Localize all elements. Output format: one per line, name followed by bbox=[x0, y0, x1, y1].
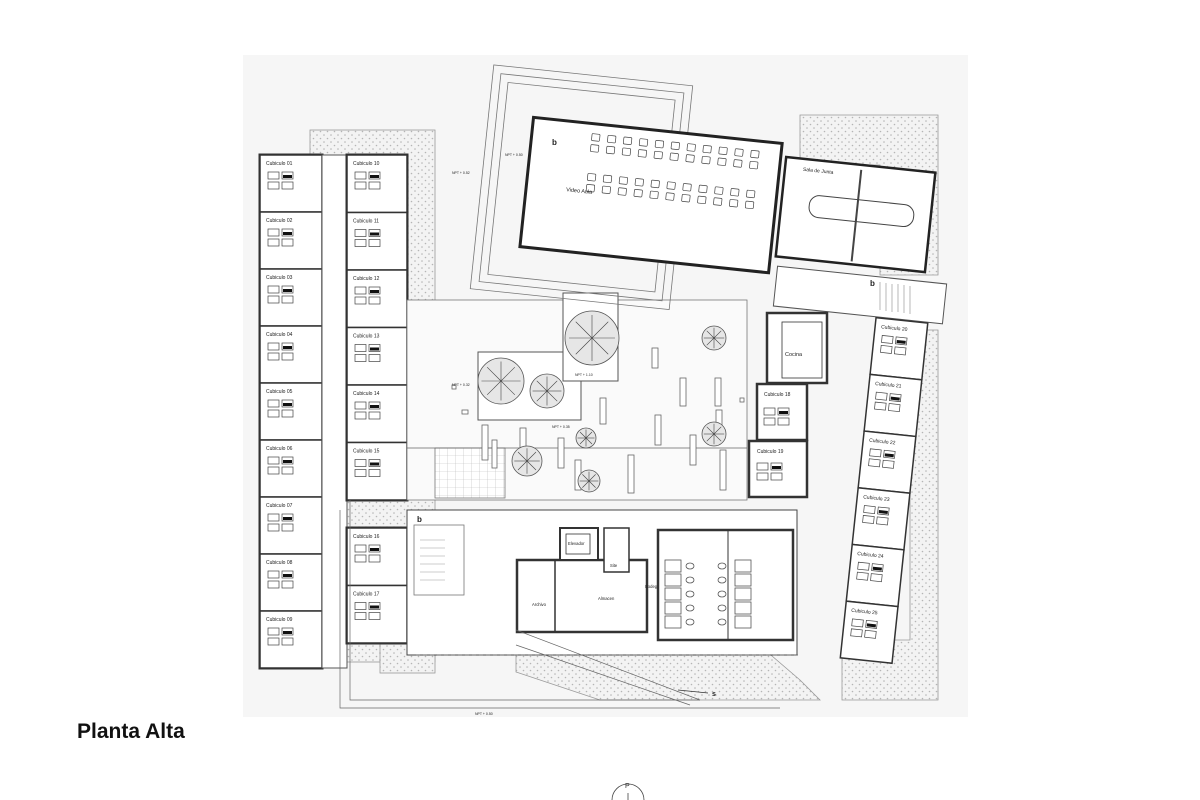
cubicle-block-west: Cubiculo 01 Cubiculo 02 Cubiculo 03 Cubicul… bbox=[258, 153, 324, 670]
tree-icon bbox=[529, 373, 565, 409]
cubicle-21-label: Cubiculo 21 bbox=[875, 381, 902, 390]
cubicle-05-label: Cubiculo 05 bbox=[266, 389, 293, 395]
cubicle-08: Cubiculo 08 bbox=[259, 553, 323, 612]
cubicle-05: Cubiculo 05 bbox=[259, 382, 323, 441]
tree-icon bbox=[477, 357, 525, 405]
cubicle-21: Cubiculo 21 bbox=[863, 373, 923, 438]
cubicle-22: Cubiculo 22 bbox=[857, 430, 917, 495]
section-mark-2: b bbox=[870, 279, 875, 288]
cubicle-02-label: Cubiculo 02 bbox=[266, 218, 293, 224]
link-stair bbox=[879, 282, 911, 314]
cubicle-16-label: Cubiculo 16 bbox=[353, 534, 380, 540]
cubicle-10-label: Cubiculo 10 bbox=[353, 161, 380, 167]
sala-junta-room: Sala de Junta bbox=[774, 155, 937, 274]
cubicle-11-label: Cubiculo 11 bbox=[353, 219, 379, 225]
cocina-label: Cocina bbox=[785, 352, 803, 358]
level-4: NPT + 1.10 bbox=[575, 373, 593, 377]
level-3: NPT + 0.35 bbox=[552, 425, 570, 429]
cubicle-09-label: Cubiculo 09 bbox=[266, 617, 293, 623]
cubicle-07: Cubiculo 07 bbox=[259, 496, 323, 555]
section-mark-3: b bbox=[417, 515, 422, 524]
cubicle-22-label: Cubiculo 22 bbox=[869, 438, 896, 447]
cubicle-01: Cubiculo 01 bbox=[259, 154, 323, 213]
cubicle-17: Cubiculo 17 bbox=[346, 584, 408, 644]
cubicle-20: Cubiculo 20 bbox=[869, 316, 929, 381]
cubicle-18-label: Cubiculo 18 bbox=[764, 392, 791, 398]
tree-icon bbox=[511, 445, 543, 477]
archivo-label: Archivo bbox=[532, 602, 547, 607]
site-label: Site bbox=[610, 563, 618, 568]
cubicle-15-label: Cubiculo 15 bbox=[353, 449, 380, 455]
cubicle-04-label: Cubiculo 04 bbox=[266, 332, 293, 338]
courtyard bbox=[406, 292, 748, 501]
cubicle-03-label: Cubiculo 03 bbox=[266, 275, 293, 281]
cubicle-block-middle: Cubiculo 10 Cubiculo 11 Cubiculo 12 Cubicul… bbox=[345, 153, 409, 502]
video-aula-room: Video Aula bbox=[469, 64, 784, 311]
level-2: NPT + 0.52 bbox=[452, 171, 470, 175]
cubicle-25: Cubiculo 25 bbox=[839, 600, 899, 665]
cubicle-17-label: Cubiculo 17 bbox=[353, 592, 380, 598]
cubicle-19-label: Cubiculo 19 bbox=[757, 449, 784, 455]
tree-icon bbox=[577, 469, 601, 493]
cubicle-14: Cubiculo 14 bbox=[346, 384, 408, 444]
cubicle-09: Cubiculo 09 bbox=[259, 610, 323, 669]
cubicle-24: Cubiculo 24 bbox=[845, 543, 905, 608]
tree-icon bbox=[701, 421, 727, 447]
cubicle-03: Cubiculo 03 bbox=[259, 268, 323, 327]
east-service-block: Cocina Cubiculo 18 Cubiculo 19 bbox=[747, 311, 829, 499]
level-6: NPT + 0.50 bbox=[475, 712, 493, 716]
cubicle-01-label: Cubiculo 01 bbox=[266, 161, 293, 167]
cubicle-24-label: Cubiculo 24 bbox=[857, 551, 884, 560]
cubicle-14-label: Cubiculo 14 bbox=[353, 391, 380, 397]
level-1: NPT + 0.50 bbox=[505, 153, 523, 157]
cubicle-block-middle-lower: Cubiculo 16 Cubiculo 17 bbox=[345, 526, 409, 645]
cubicle-20-label: Cubiculo 20 bbox=[881, 324, 908, 333]
cubicle-15: Cubiculo 15 bbox=[346, 441, 408, 501]
tree-icon bbox=[701, 325, 727, 351]
cubicle-13: Cubiculo 13 bbox=[346, 326, 408, 386]
cubicle-10: Cubiculo 10 bbox=[346, 154, 408, 214]
access-ramps bbox=[339, 500, 800, 709]
south-block: Elevador Site Archivo Almacen Bodega bbox=[406, 509, 798, 656]
cubicle-06-label: Cubiculo 06 bbox=[266, 446, 293, 452]
north-arrow-icon bbox=[611, 783, 645, 800]
cubicle-07-label: Cubiculo 07 bbox=[266, 503, 293, 509]
west-corridor bbox=[321, 154, 348, 669]
cubicle-06: Cubiculo 06 bbox=[259, 439, 323, 498]
almacen-label: Almacen bbox=[598, 596, 615, 601]
annotations: b b b s NPT + 0.50 NPT + 0.52 NPT + 0.35… bbox=[417, 138, 875, 716]
link-corridor bbox=[772, 265, 948, 325]
level-5: NPT + 0.32 bbox=[452, 383, 470, 387]
cubicle-11: Cubiculo 11 bbox=[346, 211, 408, 271]
elevador-label: Elevador bbox=[568, 541, 585, 546]
cubicle-04: Cubiculo 04 bbox=[259, 325, 323, 384]
cubicle-12-label: Cubiculo 12 bbox=[353, 276, 380, 282]
cubicle-block-east: Cubiculo 20 Cubiculo 21 Cubiculo 22 Cubicul… bbox=[839, 316, 929, 665]
cubicle-16: Cubiculo 16 bbox=[346, 527, 408, 587]
section-mark-1: b bbox=[552, 138, 557, 147]
cubicle-23-label: Cubiculo 23 bbox=[863, 494, 890, 503]
cubicle-02: Cubiculo 02 bbox=[259, 211, 323, 270]
cubicle-23: Cubiculo 23 bbox=[851, 486, 911, 551]
stair-mark: s bbox=[712, 691, 716, 698]
tree-icon bbox=[575, 427, 597, 449]
north-label: P bbox=[625, 783, 630, 790]
cubicle-08-label: Cubiculo 08 bbox=[266, 560, 293, 566]
cubicle-12: Cubiculo 12 bbox=[346, 269, 408, 329]
bodega-label: Bodega bbox=[645, 584, 660, 589]
sala-junta-label: Sala de Junta bbox=[803, 167, 834, 176]
page-title: Planta Alta bbox=[77, 720, 185, 743]
cubicle-25-label: Cubiculo 25 bbox=[851, 608, 878, 617]
cubicle-13-label: Cubiculo 13 bbox=[353, 334, 380, 340]
tree-icon bbox=[564, 310, 620, 366]
video-aula-label: Video Aula bbox=[566, 187, 594, 196]
